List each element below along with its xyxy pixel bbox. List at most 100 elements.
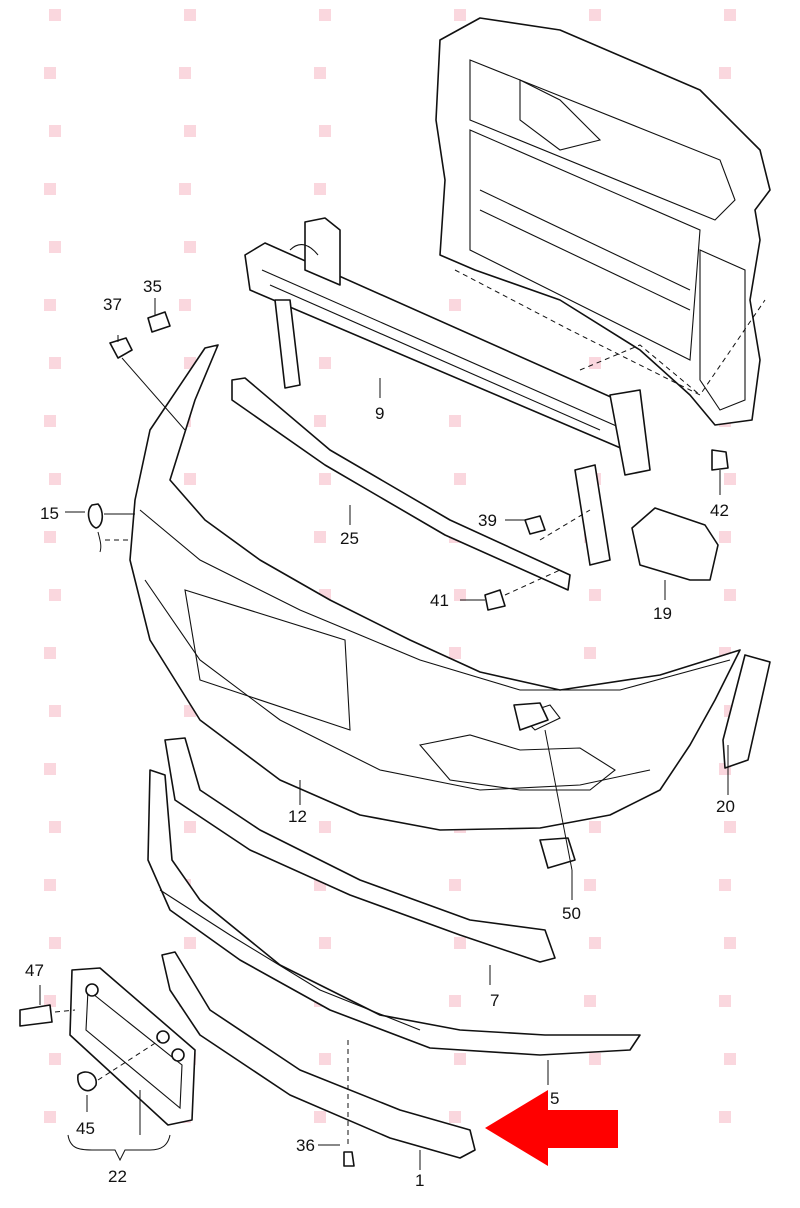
watermark-mark (44, 67, 56, 79)
callout-15: 15 (40, 504, 59, 523)
watermark-mark (449, 879, 461, 891)
highlight-arrow (485, 1090, 618, 1166)
callout-39: 39 (478, 511, 497, 530)
watermark-mark (184, 241, 196, 253)
watermark-mark (49, 125, 61, 137)
fasteners (19, 311, 729, 1167)
watermark-mark (319, 357, 331, 369)
watermark-mark (724, 473, 736, 485)
watermark-mark (184, 937, 196, 949)
watermark-mark (319, 125, 331, 137)
watermark-mark (449, 1111, 461, 1123)
watermark-mark (319, 1053, 331, 1065)
side-grille-trim (722, 654, 771, 769)
watermark-mark (314, 531, 326, 543)
watermark-mark (44, 763, 56, 775)
watermark-mark (449, 299, 461, 311)
callout-36: 36 (296, 1136, 315, 1155)
watermark-mark (454, 9, 466, 21)
watermark-mark (184, 125, 196, 137)
watermark-mark (319, 9, 331, 21)
callout-37: 37 (103, 295, 122, 314)
watermark-mark (44, 1111, 56, 1123)
watermark-mark (719, 531, 731, 543)
callout-5: 5 (550, 1089, 560, 1108)
watermark-mark (49, 357, 61, 369)
leader-lines (39, 298, 729, 1170)
watermark-mark (44, 879, 56, 891)
watermark-mark (584, 995, 596, 1007)
watermark-mark (589, 937, 601, 949)
watermark-mark (49, 705, 61, 717)
watermark-mark (314, 415, 326, 427)
lower-spoiler (147, 769, 641, 1056)
callout-25: 25 (340, 529, 359, 548)
watermark-mark (589, 357, 601, 369)
watermark-mark (584, 879, 596, 891)
callout-42: 42 (710, 501, 729, 520)
watermark-mark (719, 879, 731, 891)
licence-plate-bracket (69, 967, 196, 1126)
callout-50: 50 (562, 904, 581, 923)
watermark-mark (589, 9, 601, 21)
watermark-mark (724, 937, 736, 949)
watermark-mark (449, 995, 461, 1007)
callout-20: 20 (716, 797, 735, 816)
watermark-mark (179, 183, 191, 195)
watermark-mark (184, 9, 196, 21)
callout-35: 35 (143, 277, 162, 296)
impact-bar (244, 217, 651, 566)
watermark-mark (44, 531, 56, 543)
watermark-mark (49, 589, 61, 601)
watermark-mark (179, 67, 191, 79)
watermark-mark (589, 1053, 601, 1065)
callout-22: 22 (108, 1167, 127, 1186)
watermark-mark (319, 821, 331, 833)
watermark-mark (49, 473, 61, 485)
watermark-mark (319, 937, 331, 949)
watermark-mark (724, 9, 736, 21)
watermark-mark (179, 299, 191, 311)
energy-absorber-strip (231, 377, 571, 591)
watermark-mark (49, 241, 61, 253)
bumper-cover (129, 344, 741, 831)
callout-12: 12 (288, 807, 307, 826)
callout-19: 19 (653, 604, 672, 623)
watermark-mark (314, 1111, 326, 1123)
watermark-mark (44, 299, 56, 311)
watermark-mark (454, 589, 466, 601)
watermark-mark (44, 995, 56, 1007)
callout-45: 45 (76, 1119, 95, 1138)
callout-1: 1 (415, 1171, 425, 1190)
watermark-mark (449, 415, 461, 427)
watermark-mark (719, 67, 731, 79)
watermark-mark (184, 473, 196, 485)
watermark-mark (44, 183, 56, 195)
watermark-mark (454, 1053, 466, 1065)
callout-47: 47 (25, 961, 44, 980)
watermark-mark (584, 647, 596, 659)
watermark-mark (454, 937, 466, 949)
lower-grille-strip (164, 737, 556, 963)
watermark-mark (719, 995, 731, 1007)
watermark-mark (724, 589, 736, 601)
watermark-mark (724, 1053, 736, 1065)
radiator-support-frame (435, 17, 771, 426)
watermark-mark (589, 821, 601, 833)
watermark-mark (314, 67, 326, 79)
watermark-mark (719, 1111, 731, 1123)
watermark-mark (49, 9, 61, 21)
side-cover-piece (631, 507, 719, 581)
watermark-mark (184, 821, 196, 833)
watermark-mark (724, 821, 736, 833)
callout-41: 41 (430, 591, 449, 610)
watermark-mark (589, 589, 601, 601)
watermark-mark (44, 647, 56, 659)
watermark-mark (319, 473, 331, 485)
watermark-mark (449, 647, 461, 659)
watermark-mark (49, 821, 61, 833)
watermark-mark (49, 1053, 61, 1065)
watermark-mark (454, 473, 466, 485)
